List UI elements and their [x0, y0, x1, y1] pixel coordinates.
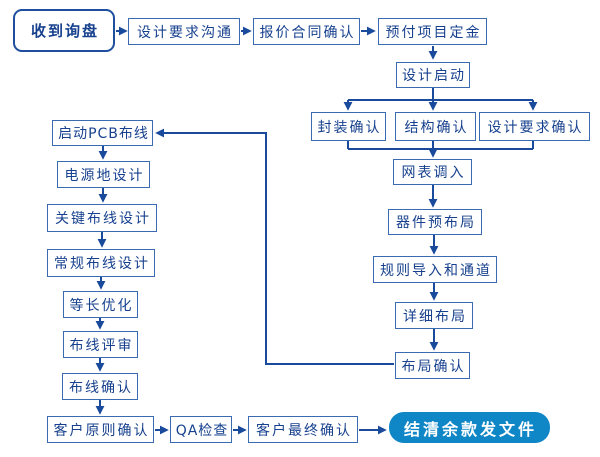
node-customer-principle-confirmation: 客户原则确认: [47, 416, 154, 443]
node-detailed-layout: 详细布局: [395, 302, 473, 329]
node-design-requirements-confirmation: 设计要求确认: [479, 112, 590, 141]
node-package-confirmation: 封装确认: [311, 112, 386, 141]
node-project-deposit-prepayment: 预付项目定金: [378, 18, 487, 45]
node-rules-import-and-channels: 规则导入和通道: [373, 256, 497, 283]
node-settle-balance-deliver-files: 结清余款发文件: [389, 412, 550, 443]
node-critical-routing-design: 关键布线设计: [47, 204, 157, 232]
node-power-ground-design: 电源地设计: [57, 161, 150, 188]
node-structure-confirmation: 结构确认: [395, 112, 476, 141]
node-customer-final-confirmation: 客户最终确认: [248, 416, 358, 443]
node-regular-routing-design: 常规布线设计: [47, 249, 155, 277]
node-quotation-contract-confirmation: 报价合同确认: [253, 18, 360, 45]
node-qa-check: QA检查: [170, 416, 232, 443]
node-routing-confirmation: 布线确认: [62, 373, 138, 400]
node-routing-review: 布线评审: [63, 331, 138, 358]
node-inquiry: 收到询盘: [13, 9, 115, 52]
node-component-pre-layout: 器件预布局: [388, 209, 482, 235]
node-netlist-import: 网表调入: [393, 159, 472, 185]
node-length-matching-optimization: 等长优化: [63, 291, 138, 318]
node-layout-confirmation: 布局确认: [395, 352, 470, 379]
node-start-pcb-routing: 启动PCB布线: [52, 120, 153, 146]
merge-lines-confirmations: [347, 141, 534, 150]
branch-lines-design-start: [348, 88, 533, 101]
node-design-requirements-communication: 设计要求沟通: [128, 18, 240, 45]
feedback-layout-confirm-to-start-routing: [155, 128, 394, 365]
node-design-start: 设计启动: [396, 62, 470, 88]
